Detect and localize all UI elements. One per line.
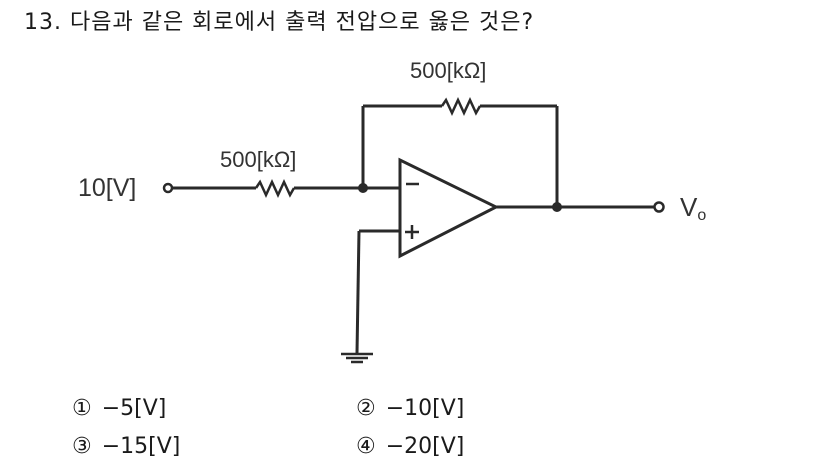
ground-icon bbox=[341, 352, 373, 364]
output-voltage-subscript: o bbox=[697, 207, 707, 224]
choice-1[interactable]: ① −5[V] bbox=[72, 396, 166, 421]
choice-text: −15[V] bbox=[101, 434, 181, 459]
choice-number: ④ bbox=[356, 434, 376, 459]
question-body: 다음과 같은 회로에서 출력 전압으로 옳은 것은? bbox=[70, 10, 535, 35]
opamp-icon bbox=[398, 157, 500, 259]
output-terminal-icon bbox=[653, 201, 665, 213]
question-number: 13. bbox=[24, 10, 62, 35]
output-voltage-label: Vo bbox=[680, 192, 706, 225]
choice-2[interactable]: ② −10[V] bbox=[356, 396, 464, 421]
choice-text: −5[V] bbox=[101, 396, 167, 421]
choice-text: −10[V] bbox=[385, 396, 465, 421]
feedback-resistor-label: 500[kΩ] bbox=[410, 58, 487, 83]
circuit-diagram: 10[V] 500[kΩ] 500[kΩ] Vo bbox=[78, 58, 706, 364]
input-resistor-label: 500[kΩ] bbox=[220, 147, 297, 172]
question-text: 13. 다음과 같은 회로에서 출력 전압으로 옳은 것은? bbox=[24, 4, 534, 36]
choice-number: ② bbox=[356, 396, 376, 421]
circuit-svg bbox=[162, 97, 665, 364]
choice-number: ① bbox=[72, 396, 92, 421]
feedback-resistor-icon bbox=[440, 97, 482, 116]
choice-number: ③ bbox=[72, 434, 92, 459]
choice-text: −20[V] bbox=[385, 434, 465, 459]
output-voltage-symbol: V bbox=[680, 192, 698, 222]
choice-3[interactable]: ③ −15[V] bbox=[72, 434, 180, 459]
input-voltage-label: 10[V] bbox=[78, 174, 137, 202]
input-terminal-icon bbox=[162, 182, 174, 194]
choice-4[interactable]: ④ −20[V] bbox=[356, 434, 464, 459]
input-resistor-icon bbox=[254, 179, 296, 198]
